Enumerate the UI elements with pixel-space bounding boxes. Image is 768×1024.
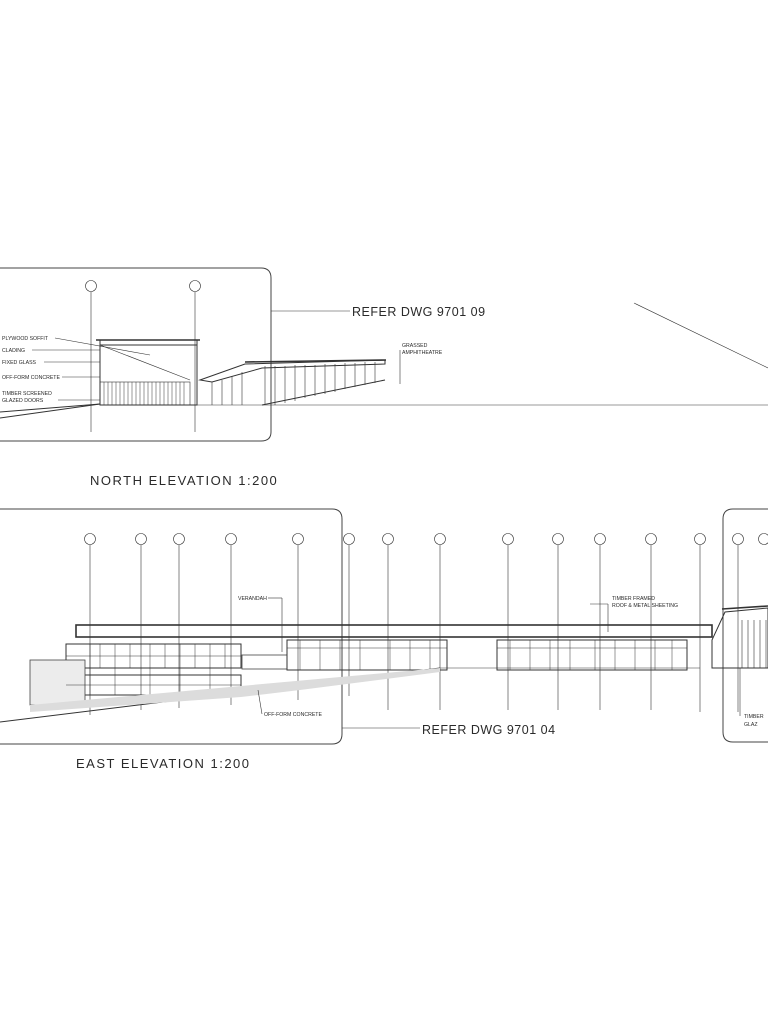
grid-bubble: [594, 533, 606, 545]
grid-bubble: [434, 533, 446, 545]
grid-bubble: [225, 533, 237, 545]
note-clading: CLADING: [2, 348, 25, 354]
grid-bubble: [502, 533, 514, 545]
note-timber-framed: TIMBER FRAMED: [612, 596, 655, 602]
grid-bubble: [173, 533, 185, 545]
grid-bubble: [84, 533, 96, 545]
site-edge-line: [633, 302, 768, 369]
north-elevation-frame: [0, 267, 272, 442]
note-amphitheatre: AMPHITHEATRE: [402, 350, 443, 356]
grid-bubble: [382, 533, 394, 545]
note-glazed-doors: GLAZED DOORS: [2, 398, 44, 404]
north-elevation-title: NORTH ELEVATION 1:200: [90, 473, 278, 488]
east-building-body: [29, 624, 713, 712]
note-roof-metal-sheeting: ROOF & METAL SHEETING: [612, 603, 678, 609]
note-fixed-glass: FIXED GLASS: [2, 360, 37, 366]
east-elevation-title: EAST ELEVATION 1:200: [76, 756, 251, 771]
north-ground-line: [0, 403, 101, 419]
east-refer-drawing: REFER DWG 9701 04: [422, 723, 556, 737]
note-timber-screened: TIMBER SCREENED: [2, 391, 52, 397]
grid-bubble: [552, 533, 564, 545]
grid-bubble: [85, 280, 97, 292]
grid-bubble: [135, 533, 147, 545]
east-end-building: [711, 605, 768, 669]
grid-bubble: [343, 533, 355, 545]
grid-bubble: [732, 533, 744, 545]
east-elevation-frame: [0, 508, 343, 745]
east-notes: VERANDAH TIMBER FRAMED ROOF & METAL SHEE…: [238, 596, 764, 728]
grid-bubble: [758, 533, 768, 545]
note-off-form-concrete-east: OFF-FORM CONCRETE: [264, 712, 322, 718]
grassed-slope: [261, 379, 386, 406]
note-grassed: GRASSED: [402, 343, 428, 349]
note-timber-east: TIMBER: [744, 714, 764, 720]
grid-bubble: [645, 533, 657, 545]
grid-bubble: [292, 533, 304, 545]
note-verandah: VERANDAH: [238, 596, 267, 602]
note-glaz-east: GLAZ: [744, 722, 758, 728]
note-off-form-concrete: OFF-FORM CONCRETE: [2, 375, 60, 381]
north-elevation-panel: PLYWOOD SOFFIT CLADING FIXED GLASS OFF-F…: [0, 267, 768, 488]
north-refer-drawing: REFER DWG 9701 09: [352, 305, 486, 319]
grid-bubble: [189, 280, 201, 292]
east-grid-lines: [84, 533, 768, 715]
grid-bubble: [694, 533, 706, 545]
east-elevation-panel: VERANDAH TIMBER FRAMED ROOF & METAL SHEE…: [0, 508, 768, 771]
north-notes: PLYWOOD SOFFIT CLADING FIXED GLASS OFF-F…: [2, 336, 443, 404]
east-elevation-right-frame: [722, 508, 768, 743]
north-building-block: [96, 339, 200, 406]
note-plywood-soffit: PLYWOOD SOFFIT: [2, 336, 49, 342]
north-amphitheatre-roof: [198, 359, 387, 406]
